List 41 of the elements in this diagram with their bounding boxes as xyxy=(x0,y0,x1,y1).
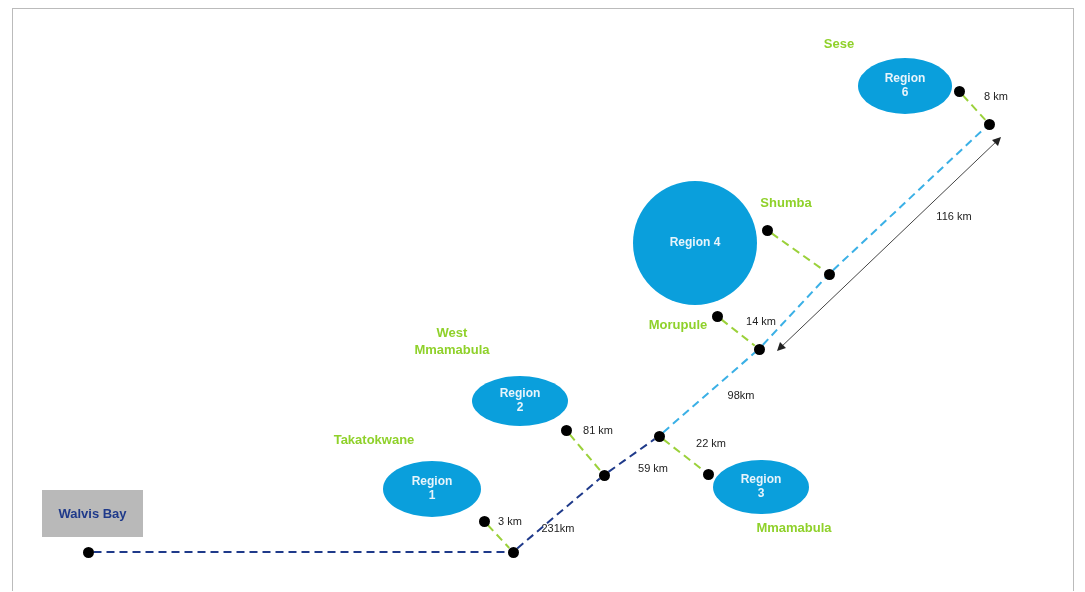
junction-dot xyxy=(82,546,94,558)
junction-dot xyxy=(953,85,965,97)
junction-dot xyxy=(653,430,665,442)
region-ellipse: Region 4 xyxy=(633,181,757,305)
distance-label: 14 km xyxy=(746,315,776,327)
port-label: Walvis Bay xyxy=(42,490,143,537)
place-name: West Mmamabula xyxy=(413,325,491,359)
junction-dot xyxy=(702,468,714,480)
junction-dot xyxy=(598,469,610,481)
region-ellipse: Region 2 xyxy=(472,376,568,426)
distance-label: 98km xyxy=(727,389,755,401)
place-name: Sese xyxy=(823,35,855,53)
place-name: Shumba xyxy=(760,194,812,212)
dashed-connector xyxy=(568,433,602,472)
dashed-connector xyxy=(720,318,756,347)
junction-dot xyxy=(711,310,723,322)
dashed-connector xyxy=(486,524,511,549)
junction-dot xyxy=(478,515,490,527)
distance-label: 8 km xyxy=(984,90,1008,102)
dashed-connector xyxy=(961,94,987,121)
junction-dot xyxy=(560,424,572,436)
junction-dot xyxy=(507,546,519,558)
place-name: Mmamabula xyxy=(756,519,832,537)
distance-label: 59 km xyxy=(638,462,668,474)
distance-label: 231km xyxy=(541,522,575,534)
distance-label: 116 km xyxy=(936,210,972,222)
junction-dot xyxy=(753,343,765,355)
place-name: Takatokwane xyxy=(333,431,415,449)
junction-dot xyxy=(983,118,995,130)
place-name: Morupule xyxy=(648,316,708,334)
distance-label: 3 km xyxy=(498,515,522,527)
distance-label: 22 km xyxy=(696,437,726,449)
dashed-connector xyxy=(607,438,656,473)
distance-label: 81 km xyxy=(583,424,613,436)
region-ellipse: Region 1 xyxy=(383,461,481,517)
region-ellipse: Region 3 xyxy=(713,460,809,514)
dashed-connector xyxy=(516,477,601,550)
junction-dot xyxy=(823,268,835,280)
region-ellipse: Region 6 xyxy=(858,58,952,114)
junction-dot xyxy=(761,224,773,236)
dashed-connector xyxy=(662,351,756,434)
